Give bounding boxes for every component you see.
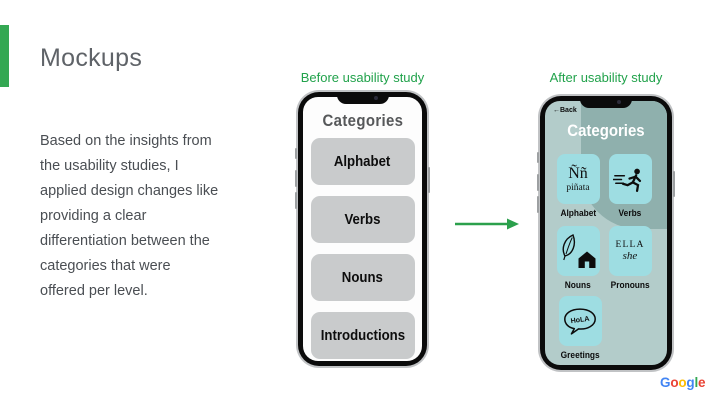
body-line: Based on the insights from — [40, 133, 212, 149]
card-label: Greetings — [560, 350, 600, 361]
card-label: Nouns — [564, 280, 592, 291]
camera-icon — [617, 100, 621, 104]
category-cell-alphabet: Ññ piñata Alphabet — [551, 154, 605, 219]
phone-side-button — [537, 196, 539, 213]
phone-notch — [336, 92, 389, 104]
ella-word: ELLA — [615, 240, 645, 250]
category-card-nouns[interactable] — [556, 226, 600, 276]
back-arrow-icon: ← — [553, 107, 560, 114]
phone-side-button — [428, 167, 430, 193]
after-screen-title: Categories — [567, 121, 645, 140]
back-button[interactable]: ←Back — [553, 107, 577, 114]
nn-letters: Ññ — [568, 164, 588, 182]
category-card-alphabet[interactable]: Ññ piñata — [556, 154, 600, 204]
hola-speech-bubble-icon: HoLA — [564, 307, 596, 335]
phone-side-button — [537, 152, 539, 163]
category-cell-pronouns: ELLA she Pronouns — [603, 226, 657, 291]
accent-bar — [0, 25, 9, 87]
category-button-introductions[interactable]: Introductions — [310, 312, 415, 359]
phone-mockup-before: Categories Alphabet Verbs Nouns Introduc… — [295, 90, 430, 368]
hola-text: HoLA — [570, 314, 590, 325]
category-cell-nouns: Nouns — [551, 226, 605, 291]
before-screen-title: Categories — [322, 111, 403, 130]
runner-icon — [613, 168, 642, 192]
body-line: providing a clear — [40, 208, 147, 224]
page-title: Mockups — [40, 44, 143, 72]
phone-notch — [580, 96, 632, 108]
phone-side-button — [295, 192, 297, 209]
category-cell-greetings: HoLA Greetings — [553, 296, 607, 361]
body-line: categories that were — [40, 258, 171, 274]
card-label: Alphabet — [560, 208, 596, 219]
before-label: Before usability study — [300, 70, 425, 85]
pinata-word: piñata — [566, 182, 590, 193]
phone-frame: Categories Alphabet Verbs Nouns Introduc… — [298, 92, 427, 366]
phone-frame: ←Back Categories Ññ piñata Alphabet — [540, 96, 672, 370]
phone-side-button — [537, 174, 539, 191]
category-card-verbs[interactable] — [608, 154, 652, 204]
card-label: Verbs — [618, 208, 642, 219]
phone-side-button — [295, 170, 297, 187]
category-card-greetings[interactable]: HoLA — [558, 296, 602, 346]
phone-side-button — [295, 148, 297, 159]
card-label: Pronouns — [610, 280, 650, 291]
phone-mockup-after: ←Back Categories Ññ piñata Alphabet — [537, 94, 675, 372]
before-after-arrow-icon — [455, 218, 519, 230]
category-button-nouns[interactable]: Nouns — [310, 254, 415, 301]
body-line: the usability studies, I — [40, 158, 179, 174]
body-line: offered per level. — [40, 283, 148, 299]
category-card-pronouns[interactable]: ELLA she — [608, 226, 652, 276]
after-screen: ←Back Categories Ññ piñata Alphabet — [545, 101, 667, 365]
before-screen: Categories Alphabet Verbs Nouns Introduc… — [303, 97, 422, 361]
after-label: After usability study — [549, 70, 663, 85]
google-logo: Google — [660, 375, 706, 390]
category-button-verbs[interactable]: Verbs — [310, 196, 415, 243]
she-word: she — [622, 250, 638, 262]
phone-side-button — [673, 171, 675, 197]
category-button-alphabet[interactable]: Alphabet — [310, 138, 415, 185]
leaf-house-icon — [562, 234, 596, 268]
category-cell-verbs: Verbs — [603, 154, 657, 219]
body-paragraph: Based on the insights from the usability… — [40, 129, 280, 304]
body-line: applied design changes like — [40, 183, 219, 199]
camera-icon — [373, 96, 378, 100]
body-line: differentiation between the — [40, 233, 210, 249]
